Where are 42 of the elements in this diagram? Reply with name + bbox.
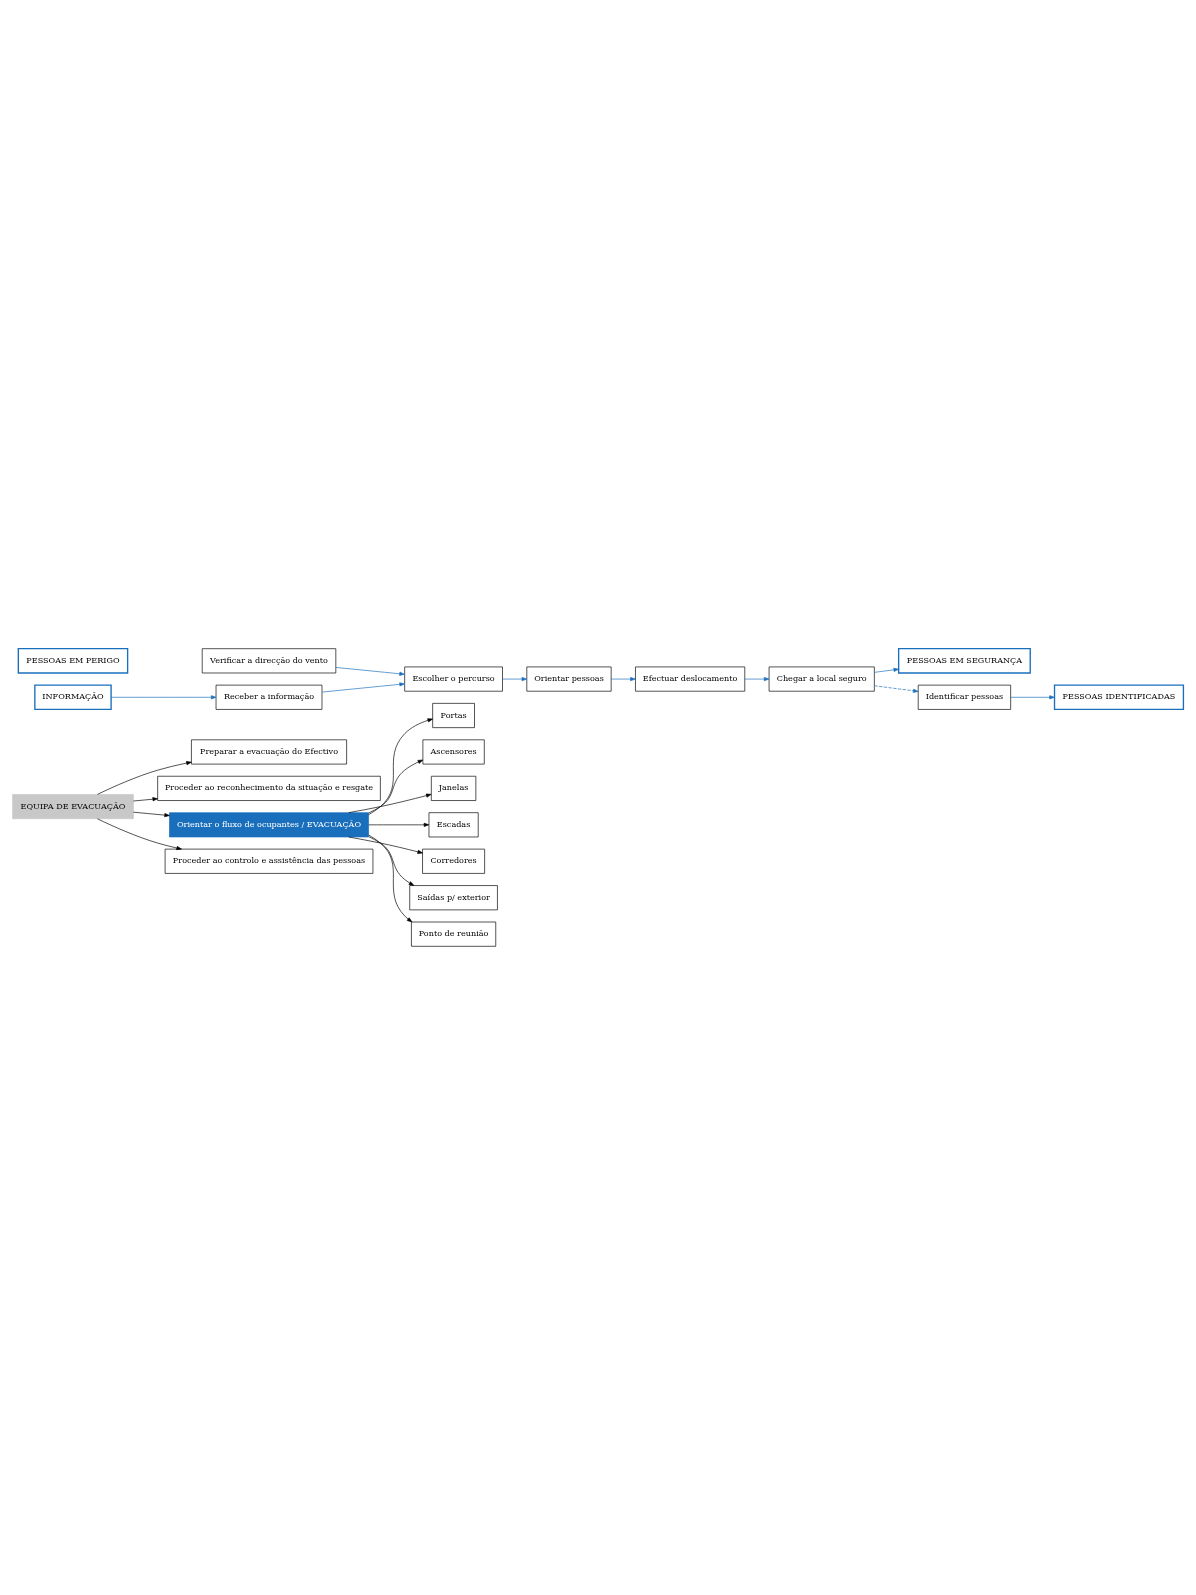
- node-box: Ascensores: [422, 739, 485, 765]
- node-box: Receber a informação: [215, 684, 323, 710]
- node-box: Proceder ao reconhecimento da situação e resgate: [157, 775, 381, 801]
- arrow: [321, 682, 405, 693]
- node-box: Orientar pessoas: [526, 666, 612, 692]
- node-box: Verificar a direcção do vento: [201, 648, 337, 674]
- arrow: [348, 836, 423, 854]
- arrow: [502, 677, 528, 682]
- arrow: [874, 685, 919, 693]
- arrow: [610, 677, 636, 682]
- node-box: Efectuar deslocamento: [635, 666, 746, 692]
- node-box: Escadas: [428, 812, 479, 838]
- node-box: Identificar pessoas: [917, 684, 1011, 710]
- node-box: Janelas: [431, 775, 477, 801]
- arrow: [874, 667, 899, 673]
- node-box: Escolher o percurso: [404, 666, 503, 692]
- arrow: [368, 718, 433, 815]
- node-box: PESSOAS EM SEGURANÇA: [897, 648, 1031, 674]
- node-box: Portas: [432, 703, 475, 728]
- arrow: [335, 667, 405, 676]
- node-box: PESSOAS IDENTIFICADAS: [1053, 684, 1185, 711]
- node-box: Orientar o fluxo de ocupantes / EVACUAÇÃO: [169, 812, 369, 838]
- arrow: [110, 695, 217, 700]
- arrow: [97, 818, 182, 850]
- arrow: [97, 761, 192, 795]
- arrow: [368, 759, 424, 814]
- node-box: PESSOAS EM PERIGO: [17, 648, 129, 674]
- node-box: Ponto de reunião: [411, 921, 497, 947]
- node-box: EQUIPA DE EVACUAÇÃO: [12, 794, 134, 820]
- node-box: Preparar a evacuação do Efectivo: [191, 739, 347, 765]
- arrow: [1010, 695, 1055, 700]
- arrow: [133, 797, 158, 802]
- arrow: [368, 822, 430, 827]
- arrow: [348, 793, 432, 813]
- node-box: Chegar a local seguro: [768, 666, 875, 692]
- arrow: [133, 811, 170, 818]
- arrow: [744, 677, 770, 682]
- node-box: Saídas p/ exterior: [409, 885, 498, 911]
- node-box: INFORMAÇÃO: [34, 684, 112, 711]
- arrow: [368, 834, 413, 923]
- node-box: Corredores: [422, 848, 485, 874]
- arrow: [368, 836, 415, 886]
